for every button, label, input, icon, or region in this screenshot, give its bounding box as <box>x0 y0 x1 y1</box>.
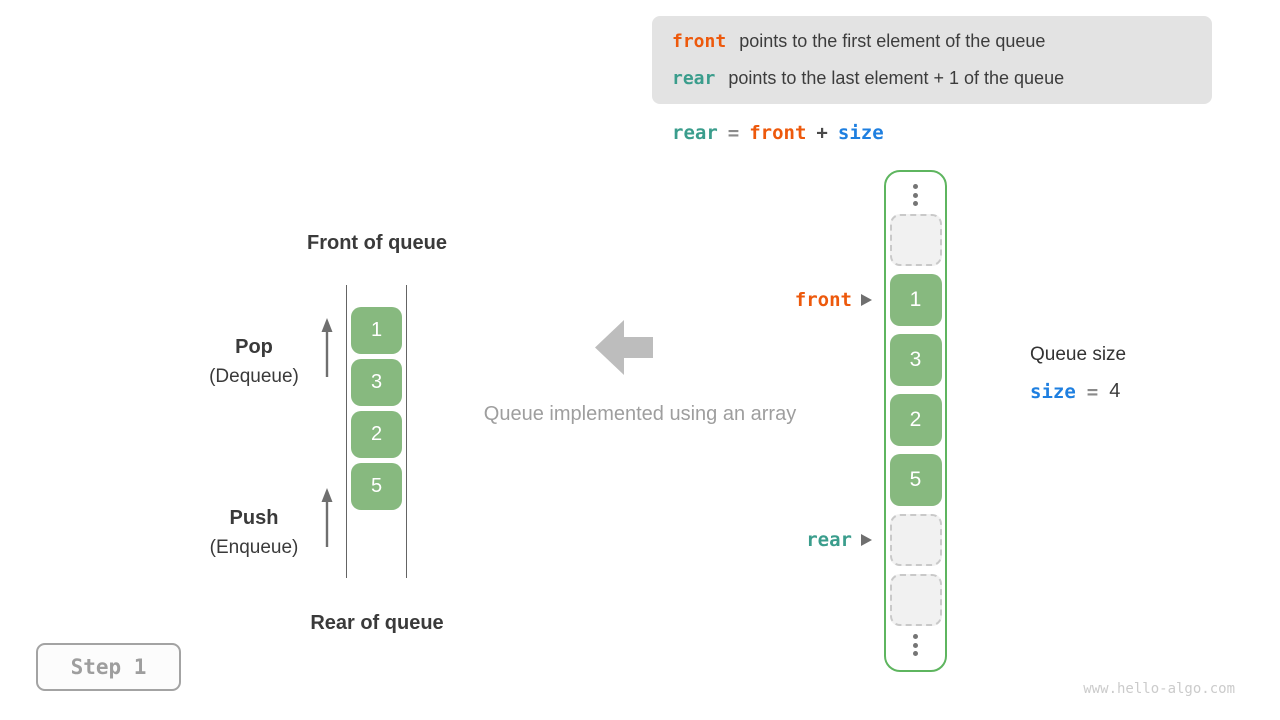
array-cell-empty <box>889 514 942 566</box>
equals-sign: = <box>1086 380 1099 403</box>
array-cell: 3 <box>889 334 942 386</box>
pointer-equation: rear = front + size <box>672 122 884 144</box>
left-arrow-icon <box>595 320 653 375</box>
front-description: points to the first element of the queue <box>739 31 1046 51</box>
array-container: 1 3 2 5 <box>884 170 947 672</box>
queue-element: 2 <box>351 411 402 458</box>
left-queue-cells: 1 3 2 5 <box>351 307 402 510</box>
queue-element: 5 <box>351 463 402 510</box>
pointer-arrow-icon <box>861 534 872 546</box>
queue-size-equation: size = 4 <box>1030 380 1126 403</box>
diagram-caption: Queue implemented using an array <box>483 403 797 425</box>
pop-label: Pop (Dequeue) <box>179 334 329 392</box>
pop-text: Pop <box>235 336 273 358</box>
size-value: 4 <box>1109 380 1121 402</box>
ellipsis-icon <box>913 184 918 206</box>
legend-note: front points to the first element of the… <box>652 16 1212 104</box>
legend-line-front: front points to the first element of the… <box>672 23 1212 60</box>
ellipsis-icon <box>913 634 918 656</box>
queue-size-block: Queue size size = 4 <box>1030 344 1126 403</box>
push-text: Push <box>229 507 279 529</box>
front-keyword: front <box>672 31 727 52</box>
rear-keyword: rear <box>672 68 716 89</box>
array-cell-empty <box>889 574 942 626</box>
rear-pointer: rear <box>806 527 872 553</box>
legend-line-rear: rear points to the last element + 1 of t… <box>672 60 1212 97</box>
array-cell: 5 <box>889 454 942 506</box>
rear-pointer-label: rear <box>806 529 852 551</box>
array-cell: 1 <box>889 274 942 326</box>
queue-element: 3 <box>351 359 402 406</box>
front-of-queue-title: Front of queue <box>307 232 447 254</box>
dequeue-text: (Dequeue) <box>209 366 299 387</box>
array-cell-empty <box>889 214 942 266</box>
array-cell: 2 <box>889 394 942 446</box>
front-pointer: front <box>795 287 872 313</box>
front-pointer-label: front <box>794 289 852 311</box>
up-arrow-icon <box>321 488 333 547</box>
up-arrow-icon <box>321 318 333 377</box>
step-badge: Step 1 <box>36 643 181 691</box>
queue-wall-left <box>346 285 347 578</box>
queue-size-title: Queue size <box>1030 344 1127 365</box>
enqueue-text: (Enqueue) <box>209 537 299 558</box>
queue-wall-right <box>406 285 407 578</box>
watermark: www.hello-algo.com <box>1083 681 1235 697</box>
rear-description: points to the last element + 1 of the qu… <box>728 68 1065 88</box>
plus-sign: + <box>816 122 828 144</box>
equation-size: size <box>837 122 884 144</box>
rear-of-queue-title: Rear of queue <box>310 612 444 634</box>
size-keyword: size <box>1030 380 1076 403</box>
equation-front: front <box>749 122 807 144</box>
equation-lhs: rear <box>672 122 718 144</box>
push-label: Push (Enqueue) <box>179 505 329 563</box>
pointer-arrow-icon <box>861 294 872 306</box>
equals-sign: = <box>727 122 740 144</box>
queue-element: 1 <box>351 307 402 354</box>
